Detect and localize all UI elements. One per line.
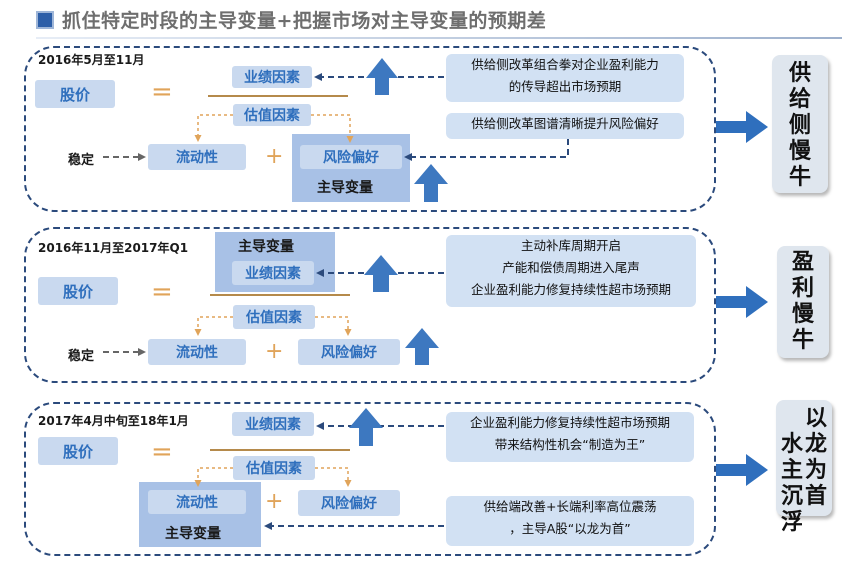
section-3-note-1: 企业盈利能力修复持续性超市场预期 带来结构性机会“制造为王” [446,412,694,462]
section-3-note-2-line-1: 供给端改善+长端利率高位震荡 [483,499,657,514]
section-3-period: 2017年4月中旬至18年1月 [38,414,189,428]
section-2-right-arrow-icon [716,286,768,318]
section-2-conclusion-text: 盈利慢牛 [791,250,814,353]
section-3-up-arrow-icon [349,408,383,446]
section-3-conclusion-box: 以龙为首 水主沉浮 [776,400,832,535]
section-3-right-arrow-icon [716,454,768,486]
section-3-fraction-bar [210,449,350,451]
section-1-price-box: 股价 [35,80,115,108]
section-2-liquidity-box: 流动性 [148,339,246,365]
section-1-plus: + [265,144,284,169]
header: 抓住特定时段的主导变量+把握市场对主导变量的预期差 [0,0,850,44]
section-3-plus: + [265,489,284,514]
section-2-earnings-box: 业绩因素 [232,261,314,285]
section-2-period: 2016年11月至2017年Q1 [38,241,189,255]
section-1-note-2-line: 供给侧改革图谱清晰提升风险偏好 [471,116,659,131]
section-1-note-1-line-2: 的传导超出市场预期 [508,79,622,94]
section-2-equals: = [151,277,173,307]
section-2-dominant-label: 主导变量 [238,239,294,255]
section-1-valuation-box: 估值因素 [233,104,311,126]
section-1-up-arrow-icon-1 [366,58,398,95]
section-1-dashed-elbow-arrow-icon [404,139,569,161]
section-2-valuation-split-left [194,316,233,336]
title-underline [36,37,842,39]
section-1-earnings-box: 业绩因素 [232,66,312,88]
section-1-valuation-split-left [194,114,233,142]
section-1-period: 2016年5月至11月 [38,53,145,67]
section-3-note-2: 供给端改善+长端利率高位震荡 ，主导A股“以龙为首” [446,496,694,546]
section-2-up-arrow-icon-2 [405,328,439,365]
section-2-valuation-box: 估值因素 [233,305,315,329]
section-1-fraction-bar [208,95,348,97]
section-1-note-1-line-1: 供给侧改革组合拳对企业盈利能力 [471,57,659,72]
section-1-stable-label: 稳定 [68,153,95,168]
section-3-risk-box: 风险偏好 [298,490,400,516]
section-3-conclusion-col-2: 水主沉浮 [780,432,803,535]
section-2-note-line-3: 企业盈利能力修复持续性超市场预期 [470,282,671,297]
section-1-valuation-split-right [311,114,354,143]
section-2-note: 主动补库周期开启 产能和偿债周期进入尾声 企业盈利能力修复持续性超市场预期 [446,235,696,307]
section-3-valuation-split-right [315,467,352,487]
section-3-note-1-line-2: 带来结构性机会“制造为王” [494,437,646,452]
section-3-arrows [194,408,768,530]
section-3-note-1-line-1: 企业盈利能力修复持续性超市场预期 [469,415,670,430]
section-2-fraction-bar [210,294,350,296]
section-2-valuation-split-right [315,316,352,336]
section-1-conclusion-box: 供给侧慢牛 [772,55,828,193]
section-1-note-1: 供给侧改革组合拳对企业盈利能力 的传导超出市场预期 [446,54,684,102]
section-1-dominant-label: 主导变量 [317,180,373,196]
section-1-arrows [103,58,768,202]
section-3-conclusion-col-1: 以龙为首 [804,406,827,509]
section-2-note-line-1: 主动补库周期开启 [520,238,621,253]
section-1-note-2: 供给侧改革图谱清晰提升风险偏好 [446,113,684,139]
section-3-note-2-line-2: ，主导A股“以龙为首” [509,521,631,536]
section-1-liquidity-box: 流动性 [148,144,246,170]
section-2-conclusion-box: 盈利慢牛 [777,246,829,358]
page-title: 抓住特定时段的主导变量+把握市场对主导变量的预期差 [62,10,547,32]
section-2-plus: + [265,339,284,364]
title-square-icon [36,11,54,29]
section-3-equals: = [151,437,173,467]
section-2-stable-label: 稳定 [68,349,95,364]
section-1-equals: = [151,77,173,107]
section-2-up-arrow-icon-1 [364,255,398,292]
section-3-price-box: 股价 [38,437,118,465]
section-3-liquidity-box: 流动性 [148,490,246,514]
section-3-valuation-box: 估值因素 [233,456,315,480]
section-1-conclusion-text: 供给侧慢牛 [788,61,811,190]
section-2-risk-box: 风险偏好 [298,339,400,365]
section-2-price-box: 股价 [38,277,118,305]
section-3-earnings-box: 业绩因素 [232,412,314,436]
section-2-arrows [103,255,768,365]
section-1-right-arrow-icon [716,111,768,143]
section-3-dominant-label: 主导变量 [165,526,221,542]
section-2-note-line-2: 产能和偿债周期进入尾声 [502,260,640,275]
section-1-risk-box: 风险偏好 [300,145,402,169]
section-1-up-arrow-icon-2 [414,164,448,202]
section-3-valuation-split-left [194,467,233,487]
